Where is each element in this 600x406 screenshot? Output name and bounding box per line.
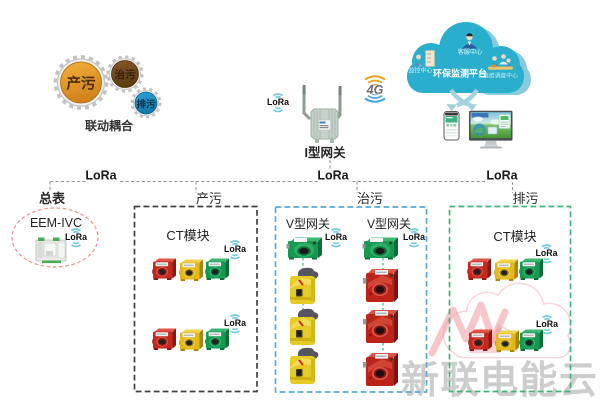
svg-text:联动耦合: 联动耦合 bbox=[85, 118, 134, 133]
svg-text:4G: 4G bbox=[366, 83, 384, 97]
svg-text:V型网关: V型网关 bbox=[286, 217, 330, 231]
svg-text:CT模块: CT模块 bbox=[166, 228, 209, 243]
svg-text:总表: 总表 bbox=[39, 191, 66, 206]
svg-text:治污: 治污 bbox=[357, 191, 383, 206]
svg-text:监控中心: 监控中心 bbox=[408, 67, 432, 75]
svg-text:LoRa: LoRa bbox=[317, 169, 349, 183]
svg-text:排污: 排污 bbox=[512, 191, 538, 206]
svg-text:EEM-IVC: EEM-IVC bbox=[30, 216, 82, 230]
svg-text:排污: 排污 bbox=[136, 99, 156, 111]
svg-text:客服中心: 客服中心 bbox=[458, 48, 483, 56]
svg-text:I型网关: I型网关 bbox=[305, 145, 346, 160]
svg-text:CT模块: CT模块 bbox=[493, 229, 536, 244]
svg-text:产污: 产污 bbox=[196, 191, 222, 206]
svg-text:V型网关: V型网关 bbox=[367, 217, 411, 231]
svg-text:环保监测平台: 环保监测平台 bbox=[433, 68, 487, 79]
svg-text:新联电能云: 新联电能云 bbox=[401, 360, 597, 402]
svg-text:LoRa: LoRa bbox=[85, 169, 117, 183]
svg-text:运维调度中心: 运维调度中心 bbox=[483, 72, 518, 80]
svg-text:LoRa: LoRa bbox=[486, 169, 518, 183]
svg-text:产污: 产污 bbox=[67, 75, 96, 93]
svg-text:治污: 治污 bbox=[115, 68, 136, 81]
